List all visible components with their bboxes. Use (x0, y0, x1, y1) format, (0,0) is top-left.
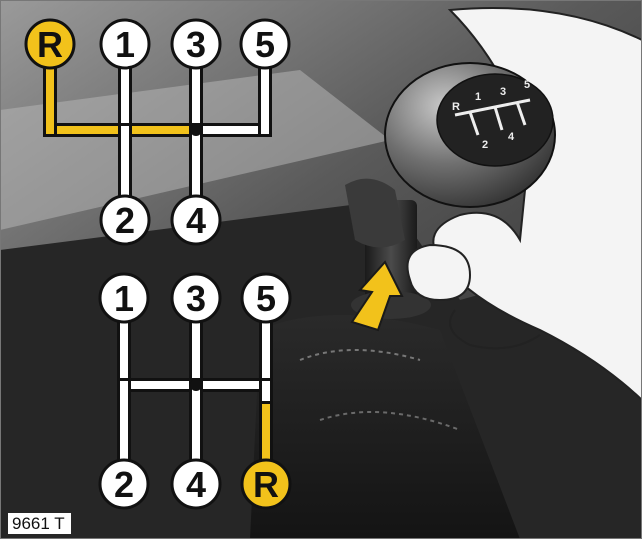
figure-label: 9661 T (8, 513, 71, 534)
knob-label-2: 2 (482, 139, 488, 151)
neutral-point (190, 124, 202, 136)
gear-3-label: 3 (186, 278, 206, 319)
gear-2-label: 2 (115, 200, 135, 241)
knob-label-r: R (452, 101, 460, 113)
knob-label-3: 3 (500, 86, 506, 98)
gear-r-label: R (253, 464, 279, 505)
gear-3-label: 3 (186, 24, 206, 65)
neutral-point (190, 379, 202, 391)
shift-pattern-reverse-right-lower: 1 3 5 2 4 R (100, 274, 290, 508)
thumb (408, 245, 471, 300)
gear-4-label: 4 (186, 200, 206, 241)
gear-r-label: R (37, 24, 63, 65)
gear-2-label: 2 (114, 464, 134, 505)
gear-1-label: 1 (114, 278, 134, 319)
knob-label-5: 5 (524, 79, 530, 91)
gear-5-label: 5 (256, 278, 276, 319)
knob-label-4: 4 (508, 131, 515, 143)
knob-top-face (437, 74, 553, 166)
gear-4-label: 4 (186, 464, 206, 505)
knob-label-1: 1 (475, 91, 481, 103)
gear-1-label: 1 (115, 24, 135, 65)
gear-5-label: 5 (255, 24, 275, 65)
